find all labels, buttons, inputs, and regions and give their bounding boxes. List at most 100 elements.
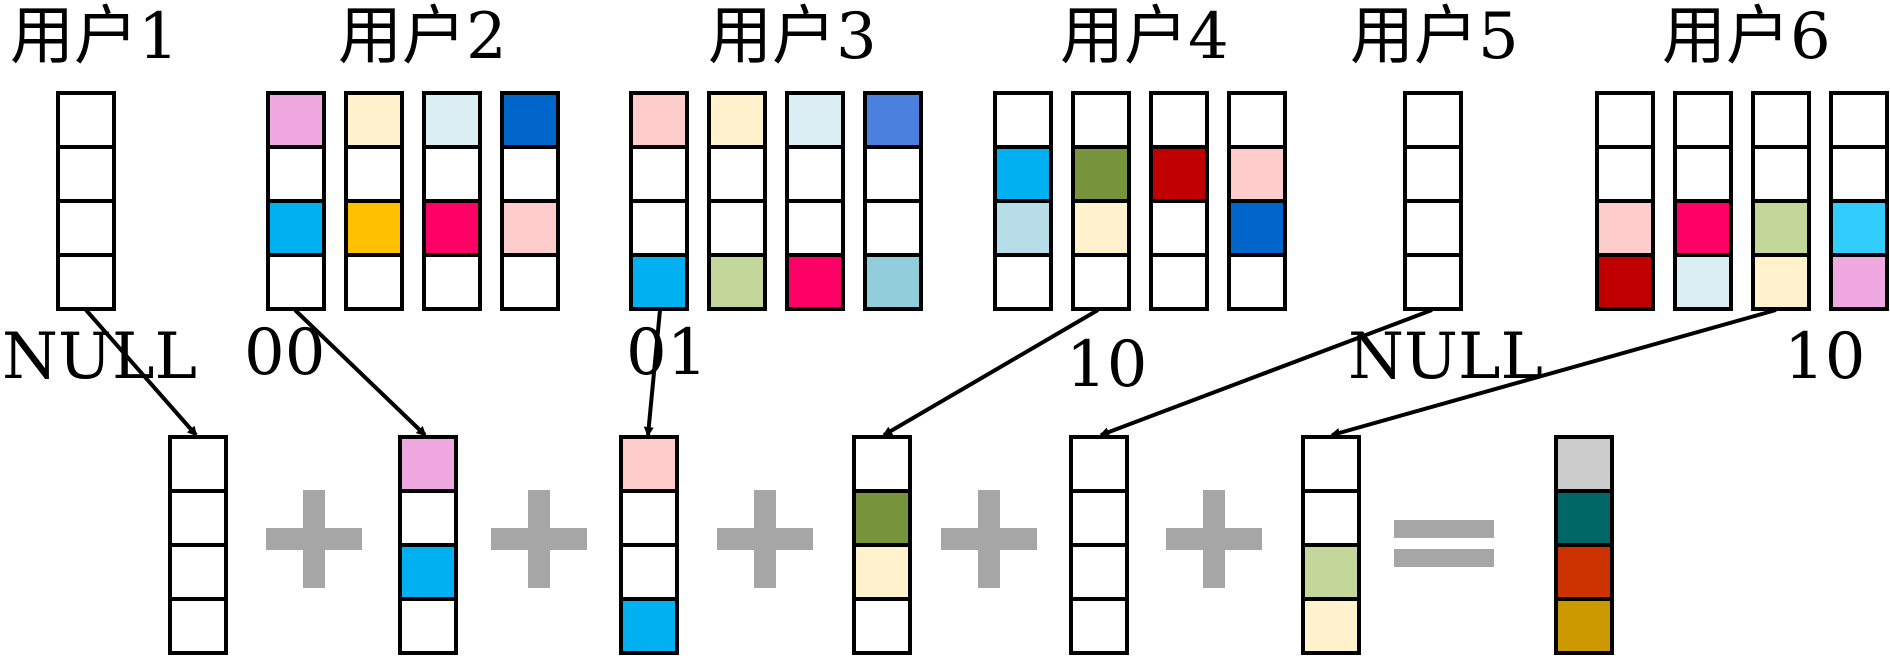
selected-2-cell-1 bbox=[398, 435, 458, 493]
user-4-col-4-cell-4 bbox=[1227, 253, 1287, 311]
user-6-col-3-cell-2 bbox=[1751, 145, 1811, 203]
user-3-col-2-cell-3 bbox=[707, 199, 767, 257]
user-1-col-1-cell-2 bbox=[56, 145, 116, 203]
user-5-column-1 bbox=[1403, 91, 1463, 311]
selected-5-cell-3 bbox=[1069, 543, 1129, 601]
selected-3-cell-4 bbox=[619, 597, 679, 655]
user-3-col-1-cell-4 bbox=[629, 253, 689, 311]
user-3-col-4-cell-4 bbox=[863, 253, 923, 311]
user-3-col-2-cell-4 bbox=[707, 253, 767, 311]
selected-6-cell-2 bbox=[1301, 489, 1361, 547]
user-2-col-1-cell-2 bbox=[266, 145, 326, 203]
user-6-col-2-cell-3 bbox=[1673, 199, 1733, 257]
user-2-col-3-cell-3 bbox=[422, 199, 482, 257]
user-4-col-1-cell-1 bbox=[993, 91, 1053, 149]
equals-sign bbox=[1394, 520, 1494, 567]
user-3-col-4-cell-1 bbox=[863, 91, 923, 149]
user-6-column-1 bbox=[1595, 91, 1655, 311]
user-2-col-4-cell-1 bbox=[500, 91, 560, 149]
selected-3-cell-1 bbox=[619, 435, 679, 493]
user-6-column-4 bbox=[1829, 91, 1889, 311]
user-6-code: 10 bbox=[1784, 320, 1865, 394]
user-3-code: 01 bbox=[626, 316, 707, 390]
selected-4-cell-3 bbox=[852, 543, 912, 601]
selected-1-cell-4 bbox=[168, 597, 228, 655]
user-1-col-1-cell-1 bbox=[56, 91, 116, 149]
user-3-col-3-cell-2 bbox=[785, 145, 845, 203]
user-4-col-4-cell-2 bbox=[1227, 145, 1287, 203]
arrow-user-6 bbox=[1330, 308, 1777, 438]
user-5-col-1-cell-2 bbox=[1403, 145, 1463, 203]
user-5-label: 用户5 bbox=[1350, 0, 1519, 74]
user-4-col-2-cell-4 bbox=[1071, 253, 1131, 311]
user-2-col-1-cell-3 bbox=[266, 199, 326, 257]
user-2-col-4-cell-4 bbox=[500, 253, 560, 311]
user-1-col-1-cell-3 bbox=[56, 199, 116, 257]
arrow-user-3 bbox=[643, 309, 662, 437]
result-cell-3 bbox=[1554, 543, 1614, 601]
user-4-col-1-cell-2 bbox=[993, 145, 1053, 203]
user-6-column-2 bbox=[1673, 91, 1733, 311]
user-5-code: NULL bbox=[1348, 320, 1543, 394]
user-1-code: NULL bbox=[2, 320, 197, 394]
selected-1-cell-3 bbox=[168, 543, 228, 601]
user-4-col-3-cell-3 bbox=[1149, 199, 1209, 257]
user-2-col-2-cell-1 bbox=[344, 91, 404, 149]
selected-1-cell-1 bbox=[168, 435, 228, 493]
user-6-col-1-cell-3 bbox=[1595, 199, 1655, 257]
user-5-col-1-cell-4 bbox=[1403, 253, 1463, 311]
user-3-col-2-cell-1 bbox=[707, 91, 767, 149]
user-2-col-4-cell-2 bbox=[500, 145, 560, 203]
user-4-col-4-cell-3 bbox=[1227, 199, 1287, 257]
selected-6-cell-1 bbox=[1301, 435, 1361, 493]
plus-sign-2 bbox=[491, 490, 587, 588]
user-6-col-1-cell-1 bbox=[1595, 91, 1655, 149]
plus-sign-3 bbox=[717, 490, 813, 588]
user-3-column-2 bbox=[707, 91, 767, 311]
user-2-column-4 bbox=[500, 91, 560, 311]
selected-6-cell-3 bbox=[1301, 543, 1361, 601]
selected-subblock-6 bbox=[1301, 435, 1361, 655]
user-2-label: 用户2 bbox=[338, 0, 507, 74]
user-2-col-1-cell-1 bbox=[266, 91, 326, 149]
user-4-column-2 bbox=[1071, 91, 1131, 311]
plus-sign-4 bbox=[941, 490, 1037, 588]
selected-1-cell-2 bbox=[168, 489, 228, 547]
user-4-col-3-cell-1 bbox=[1149, 91, 1209, 149]
plus-sign-5 bbox=[1166, 490, 1262, 588]
user-6-label: 用户6 bbox=[1662, 0, 1831, 74]
user-2-col-2-cell-2 bbox=[344, 145, 404, 203]
arrow-user-5 bbox=[1099, 308, 1433, 437]
user-4-column-1 bbox=[993, 91, 1053, 311]
user-4-col-4-cell-1 bbox=[1227, 91, 1287, 149]
user-6-col-3-cell-3 bbox=[1751, 199, 1811, 257]
user-6-col-3-cell-4 bbox=[1751, 253, 1811, 311]
user-3-col-1-cell-2 bbox=[629, 145, 689, 203]
selected-4-cell-1 bbox=[852, 435, 912, 493]
user-codeword-blocks bbox=[56, 91, 1889, 311]
arrow-user-2 bbox=[293, 308, 427, 437]
selected-subblock-5 bbox=[1069, 435, 1129, 655]
selected-5-cell-2 bbox=[1069, 489, 1129, 547]
user-2-column-2 bbox=[344, 91, 404, 311]
user-2-col-2-cell-4 bbox=[344, 253, 404, 311]
selected-2-cell-2 bbox=[398, 489, 458, 547]
selected-4-cell-4 bbox=[852, 597, 912, 655]
user-3-column-3 bbox=[785, 91, 845, 311]
selected-6-cell-4 bbox=[1301, 597, 1361, 655]
user-5-col-1-cell-3 bbox=[1403, 199, 1463, 257]
user-6-col-1-cell-2 bbox=[1595, 145, 1655, 203]
user-3-col-3-cell-1 bbox=[785, 91, 845, 149]
result-cell-2 bbox=[1554, 489, 1614, 547]
arrow-user-4 bbox=[882, 308, 1100, 437]
user-3-col-1-cell-1 bbox=[629, 91, 689, 149]
user-6-col-3-cell-1 bbox=[1751, 91, 1811, 149]
user-4-code: 10 bbox=[1066, 328, 1147, 402]
user-6-col-4-cell-3 bbox=[1829, 199, 1889, 257]
user-2-column-3 bbox=[422, 91, 482, 311]
selected-2-cell-3 bbox=[398, 543, 458, 601]
user-2-column-1 bbox=[266, 91, 326, 311]
user-4-col-2-cell-1 bbox=[1071, 91, 1131, 149]
user-4-label: 用户4 bbox=[1060, 0, 1229, 74]
